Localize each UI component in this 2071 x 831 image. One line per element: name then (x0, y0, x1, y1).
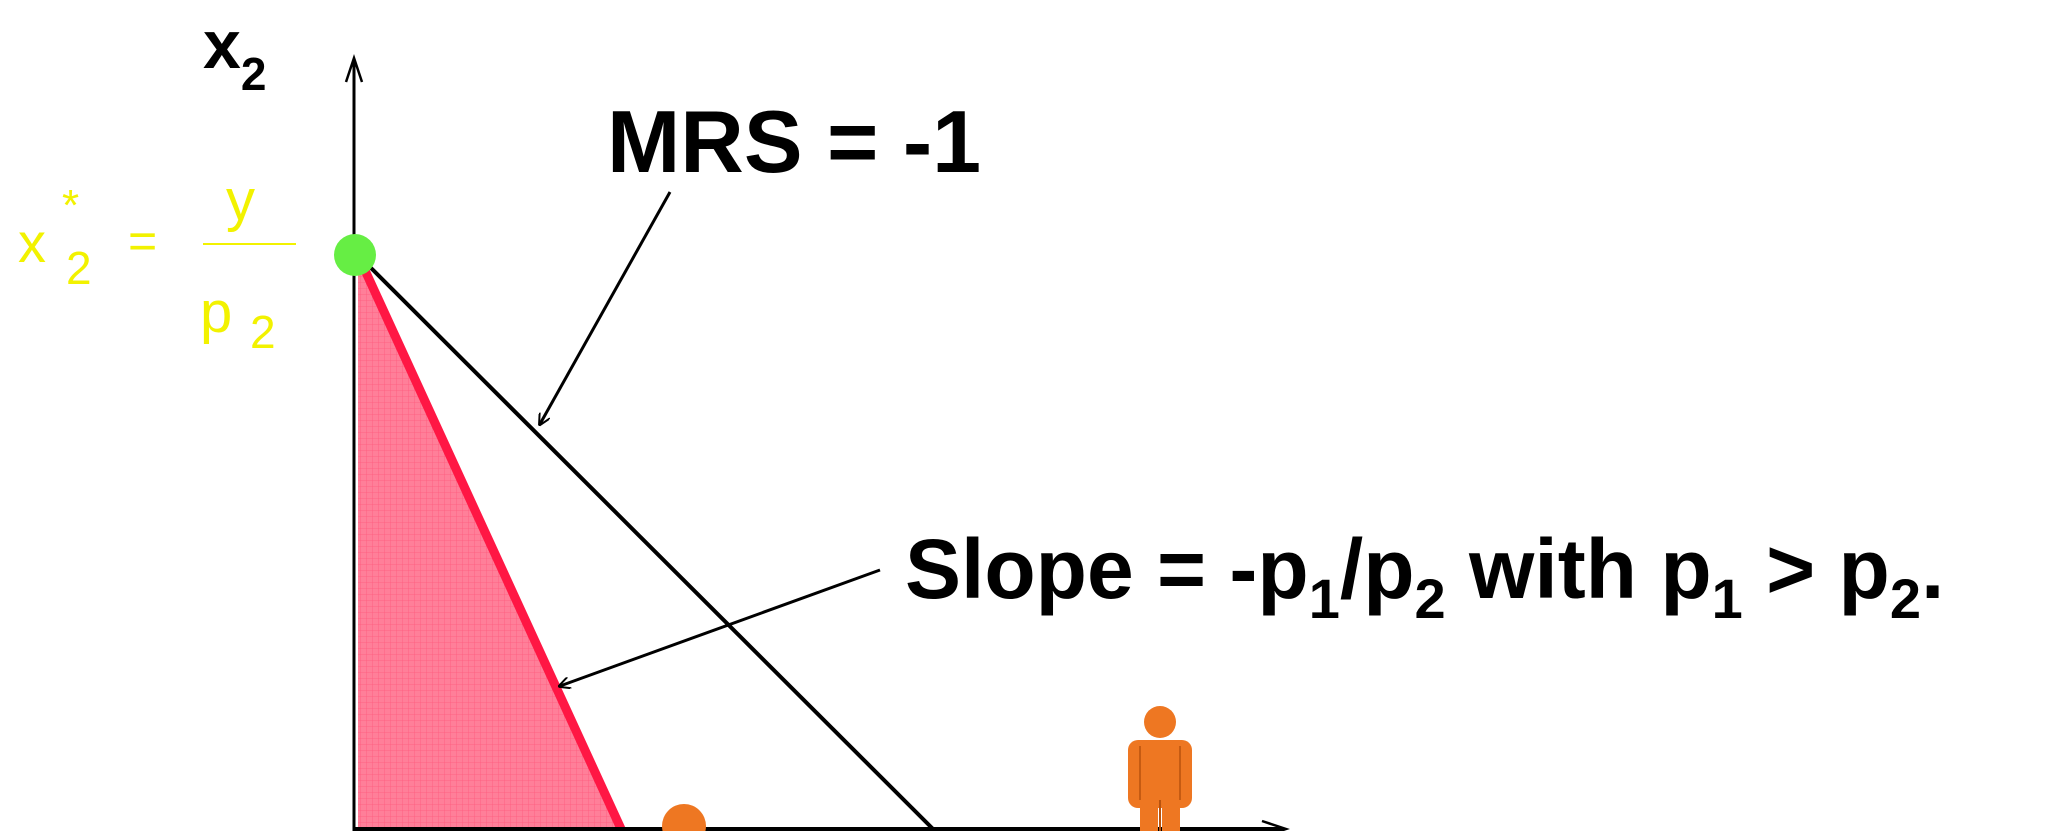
optimum-equals: = (128, 213, 157, 269)
optimum-point (334, 234, 376, 276)
slope-arrow (560, 568, 881, 686)
slope-annotation: Slope = -p1/p2 with p1 > p2. (905, 522, 1944, 630)
mrs-arrow (540, 191, 672, 424)
y-axis-label: x2 (203, 7, 266, 100)
optimum-denominator: p (200, 280, 232, 345)
optimum-sub: 2 (66, 242, 92, 294)
mrs-annotation: MRS = -1 (607, 92, 981, 191)
y-axis-arrow (344, 54, 364, 83)
indifference-line (356, 253, 937, 831)
x-axis-arrow (1261, 819, 1290, 831)
optimum-var: x (18, 211, 46, 274)
optimum-label: x * 2 = y p 2 (18, 168, 296, 358)
optimum-denominator-sub: 2 (250, 306, 276, 358)
optimum-numerator: y (226, 168, 255, 233)
budget-line (353, 253, 627, 831)
person-icon (1128, 706, 1192, 831)
optimum-star: * (62, 181, 79, 230)
person-icon (662, 804, 706, 831)
